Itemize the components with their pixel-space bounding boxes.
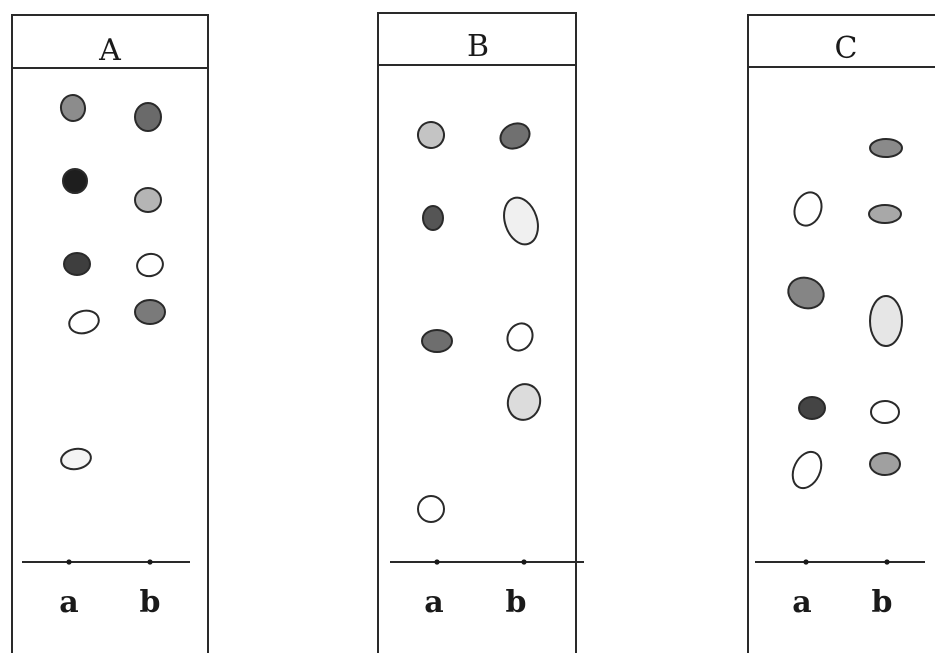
plate-c-lane-b-label: b (872, 585, 893, 620)
plate-b-label: B (467, 29, 489, 64)
plate-a-spot (64, 253, 90, 275)
plate-b-lane-b-label: b (506, 585, 527, 620)
plate-b-origin-a (434, 559, 439, 564)
plate-a-spot (135, 103, 161, 131)
plate-a-label: A (98, 33, 121, 68)
plate-a-origin-a (66, 559, 71, 564)
plate-a-spot (59, 447, 92, 472)
plate-a-frame (12, 15, 208, 653)
plate-b-spot (418, 496, 444, 522)
plate-b-spot (498, 193, 543, 249)
plate-a-spot (135, 188, 161, 212)
plate-b-spot (496, 119, 533, 153)
plate-b-frame (378, 13, 576, 653)
plate-c-spot (871, 401, 899, 423)
plate-b-spot (415, 119, 447, 151)
plate-c-frame (748, 15, 935, 653)
plate-b-spot (423, 206, 443, 230)
plate-c-spot (790, 189, 826, 230)
plate-b-lane-a-label: a (424, 585, 443, 620)
plate-a-spot (59, 93, 87, 123)
plate-a-lane-b-label: b (140, 585, 161, 620)
plate-c-label: C (835, 31, 858, 66)
plate-c-spot (787, 447, 827, 492)
plate-a-spot (135, 251, 166, 279)
plate-c-spot (799, 397, 825, 419)
plate-a-spot (135, 300, 165, 324)
plate-b-spot (422, 330, 452, 352)
plate-a-lane-a-label: a (59, 585, 78, 620)
plate-a-spot (67, 307, 102, 336)
plate-c-origin-a (803, 559, 808, 564)
plate-c-lane-a-label: a (792, 585, 811, 620)
plate-c-spot (870, 139, 902, 157)
plate-c-spot (870, 453, 900, 475)
plate-c-spot (784, 273, 828, 314)
plate-c-origin-b (884, 559, 889, 564)
plate-c-spot (869, 205, 901, 223)
plate-b: B a b (378, 13, 584, 653)
plate-a-spot (63, 169, 87, 193)
plate-b-spot (504, 380, 544, 423)
plate-c: C a b (748, 15, 935, 653)
plate-a: A a b (12, 15, 208, 653)
plate-c-spot (870, 296, 902, 346)
plate-b-spot (503, 319, 538, 355)
plate-a-origin-b (147, 559, 152, 564)
plate-b-origin-b (521, 559, 526, 564)
